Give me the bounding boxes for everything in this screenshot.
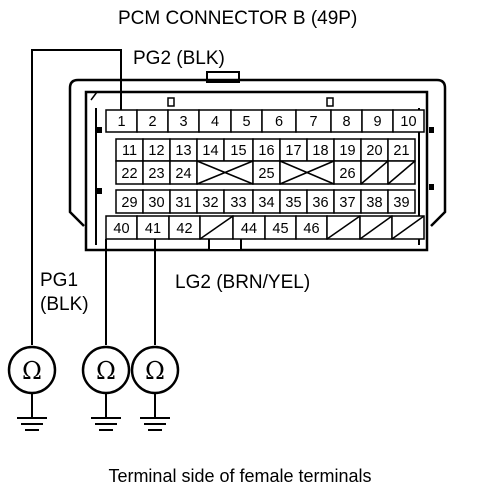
pin-label: 6 <box>275 114 283 130</box>
blank-slash <box>199 215 234 240</box>
pin-label: 30 <box>148 195 164 211</box>
ohm-symbol: Ω <box>96 357 116 385</box>
blank-slash <box>391 215 425 240</box>
pin-label: 42 <box>176 221 192 237</box>
connector-title: PCM CONNECTOR B (49P) <box>118 8 357 29</box>
pin-label: 16 <box>258 143 274 159</box>
wiring <box>31 49 156 345</box>
pg1-color-label: (BLK) <box>40 294 89 315</box>
blank-slash <box>326 215 361 240</box>
pin-label: 7 <box>309 114 317 130</box>
blank-slash <box>359 215 393 240</box>
pg2-label: PG2 (BLK) <box>133 48 225 69</box>
blank-slash <box>387 160 416 185</box>
pg2-wire <box>31 49 122 345</box>
pin-label: 3 <box>179 114 187 130</box>
pin-label: 23 <box>148 166 164 182</box>
pin-label: 31 <box>175 195 191 211</box>
pin-cell <box>387 189 416 214</box>
pin-label: 36 <box>312 195 328 211</box>
pin-grid: 1 2 3 4 5 6 7 8 9 10 11 12 13 <box>105 109 425 240</box>
pin-label: 21 <box>393 143 409 159</box>
pin-label: 11 <box>122 143 137 159</box>
pin-label: 39 <box>393 195 409 211</box>
pin-label: 19 <box>339 143 355 159</box>
pin-label: 44 <box>241 221 257 237</box>
pin-label: 20 <box>366 143 382 159</box>
pin-row-5: 40 41 42 44 45 46 <box>105 215 425 240</box>
pin-row-3: 22 23 24 25 26 <box>115 160 416 185</box>
pin-cell <box>392 109 425 133</box>
pin-label: 5 <box>242 114 250 130</box>
pin-label: 10 <box>400 114 416 130</box>
lg2-label: LG2 (BRN/YEL) <box>175 272 310 293</box>
pin-label: 40 <box>113 221 129 237</box>
pin-label: 45 <box>272 221 288 237</box>
diagram-caption: Terminal side of female terminals <box>108 466 371 486</box>
pin-label: 15 <box>230 143 246 159</box>
pin-row-2: 11 12 13 14 15 16 17 18 19 20 21 <box>115 138 416 162</box>
pin-label: 9 <box>373 114 381 130</box>
pin-label: 12 <box>148 143 164 159</box>
pin-label: 32 <box>202 195 218 211</box>
pin-label: 34 <box>258 195 274 211</box>
pin-label: 4 <box>211 114 219 130</box>
lg2-ohmmeter: Ω <box>130 345 180 431</box>
pin-label: 1 <box>117 114 125 130</box>
blank-slash <box>360 160 389 185</box>
pin-label: 37 <box>339 195 355 211</box>
pin-label: 46 <box>303 221 319 237</box>
pin-label: 18 <box>312 143 328 159</box>
pin-label: 8 <box>342 114 350 130</box>
pin-label: 24 <box>175 166 191 182</box>
ohm-symbol: Ω <box>22 357 42 385</box>
pin-label: 29 <box>121 195 137 211</box>
pin-label: 25 <box>258 166 274 182</box>
blank-cross <box>196 160 254 185</box>
pin-label: 2 <box>148 114 156 130</box>
pin-label: 41 <box>145 221 161 237</box>
pin-row-1: 1 2 3 4 5 6 7 8 9 10 <box>105 109 425 133</box>
pin-row-4: 29 30 31 32 33 34 35 36 37 38 39 <box>115 189 416 214</box>
pin40-ohmmeter: Ω <box>81 345 131 431</box>
pin-label: 14 <box>202 143 218 159</box>
pg1-ohmmeter: Ω <box>7 345 57 431</box>
pin-label: 26 <box>339 166 355 182</box>
ohm-symbol: Ω <box>145 357 165 385</box>
pin-label: 33 <box>230 195 246 211</box>
pin-label: 17 <box>285 143 301 159</box>
pin-label: 38 <box>366 195 382 211</box>
pg1-label: PG1 <box>40 270 78 291</box>
pin-label: 35 <box>285 195 301 211</box>
pin-label: 13 <box>175 143 191 159</box>
pin-label: 22 <box>121 166 137 182</box>
blank-cross <box>279 160 335 185</box>
